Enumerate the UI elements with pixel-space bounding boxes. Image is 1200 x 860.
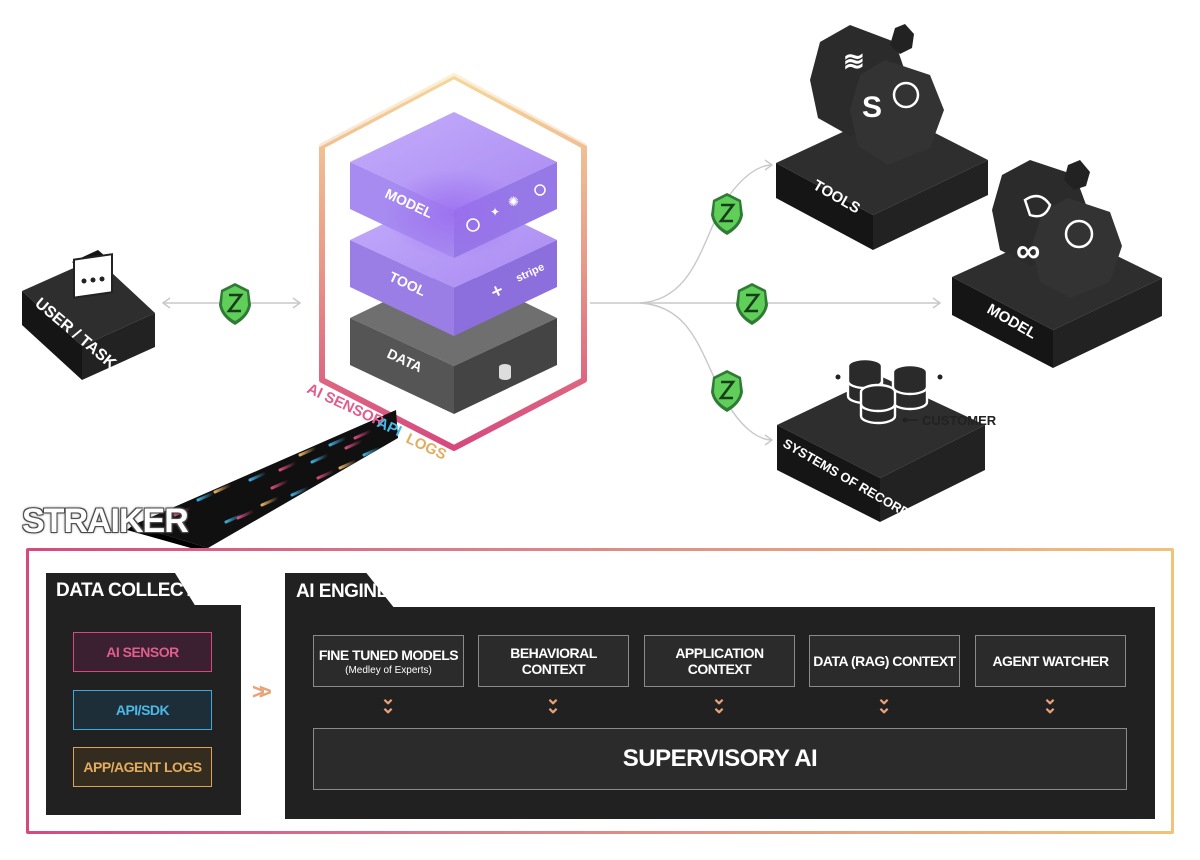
ae-data-rag-context: DATA (RAG) CONTEXT <box>809 635 960 687</box>
ae-component-label: DATA (RAG) CONTEXT <box>813 653 956 669</box>
data-comet <box>248 471 268 482</box>
data-comet <box>196 491 216 502</box>
s-logo-icon: S <box>862 91 882 124</box>
model-badges: ∞ <box>992 160 1122 298</box>
customer-label: CUSTOMER <box>922 413 997 428</box>
data-stream-comets <box>173 429 382 524</box>
openai-icon <box>466 218 480 232</box>
shield-icon <box>709 191 745 237</box>
ae-component-label: BEHAVIORAL CONTEXT <box>510 645 597 677</box>
supervisory-ai: SUPERVISORY AI <box>313 728 1127 790</box>
chevron-down-icon: ⌄⌄ <box>711 688 727 717</box>
stack-data-layer: DATA <box>350 268 557 414</box>
data-comet <box>316 469 336 480</box>
shield-icon <box>217 281 253 327</box>
data-comet <box>290 486 310 497</box>
data-comet <box>310 453 330 464</box>
model-logo-icon <box>534 184 546 196</box>
openai-icon <box>892 81 920 109</box>
data-comet <box>173 506 193 517</box>
data-comet <box>270 479 290 490</box>
meta-icon: ∞ <box>1016 232 1040 270</box>
ae-component-label: FINE TUNED MODELS <box>318 646 459 663</box>
chevron-down-icon: ⌄⌄ <box>876 688 892 717</box>
dc-app-agent-logs: APP/AGENT LOGS <box>73 747 212 787</box>
shield-icon <box>734 281 770 327</box>
stack-brand-icon: ≋ <box>843 46 865 76</box>
chat-bubble-icon <box>72 250 113 299</box>
data-comet <box>278 461 298 472</box>
database-icon <box>499 364 511 380</box>
star-burst-icon: ✺ <box>508 194 519 209</box>
ae-agent-watcher: AGENT WATCHER <box>975 635 1126 687</box>
shield-icon <box>709 368 745 414</box>
stack-model-layer: MODEL ✦ ✺ <box>350 112 557 259</box>
ae-application-context: APPLICATION CONTEXT <box>644 635 795 687</box>
customer-callout: CUSTOMER <box>835 374 997 428</box>
dc-api-sdk: API/SDK <box>73 690 212 730</box>
openai-icon <box>1064 219 1094 249</box>
ae-component-label: APPLICATION CONTEXT <box>675 645 764 677</box>
chevron-down-icon: ⌄⌄ <box>380 688 396 717</box>
data-collection-title: DATA COLLECTION <box>56 580 227 601</box>
tools-block: TOOLS <box>776 110 988 250</box>
chevron-down-icon: ⌄⌄ <box>545 688 561 717</box>
data-comet <box>298 446 318 457</box>
ae-fine-tuned-models: FINE TUNED MODELS (Medley of Experts) <box>313 635 464 687</box>
data-collection-tab <box>46 573 196 607</box>
sparkle-icon: ✦ <box>490 205 500 219</box>
data-comet <box>328 436 348 447</box>
database-stack-icon <box>846 357 929 425</box>
data-comet <box>260 496 280 507</box>
systems-of-record-block: SYSTEMS OF RECORD <box>777 376 985 522</box>
ae-behavioral-context: BEHAVIORAL CONTEXT <box>478 635 629 687</box>
tools-badges: ≋ S <box>810 24 944 165</box>
straiker-label: STRAIKER <box>22 502 189 540</box>
dc-ai-sensor: AI SENSOR <box>73 632 212 672</box>
user-task-block: USER / TASK <box>22 258 155 380</box>
ae-component-sub: (Medley of Experts) <box>345 664 432 676</box>
data-comet <box>353 429 373 440</box>
ai-engine-title: AI ENGINE <box>296 581 389 602</box>
data-comet <box>338 459 358 470</box>
protection-hexagon <box>319 73 587 451</box>
data-comet <box>362 446 382 457</box>
double-chevron-right-icon: >> <box>252 679 272 704</box>
data-comet <box>213 483 233 494</box>
data-comet <box>344 439 364 450</box>
ae-component-label: AGENT WATCHER <box>992 653 1109 669</box>
chevron-down-icon: ⌄⌄ <box>1042 688 1058 717</box>
llama-icon <box>1023 194 1052 218</box>
slack-icon <box>492 286 502 296</box>
data-comet <box>224 513 244 524</box>
